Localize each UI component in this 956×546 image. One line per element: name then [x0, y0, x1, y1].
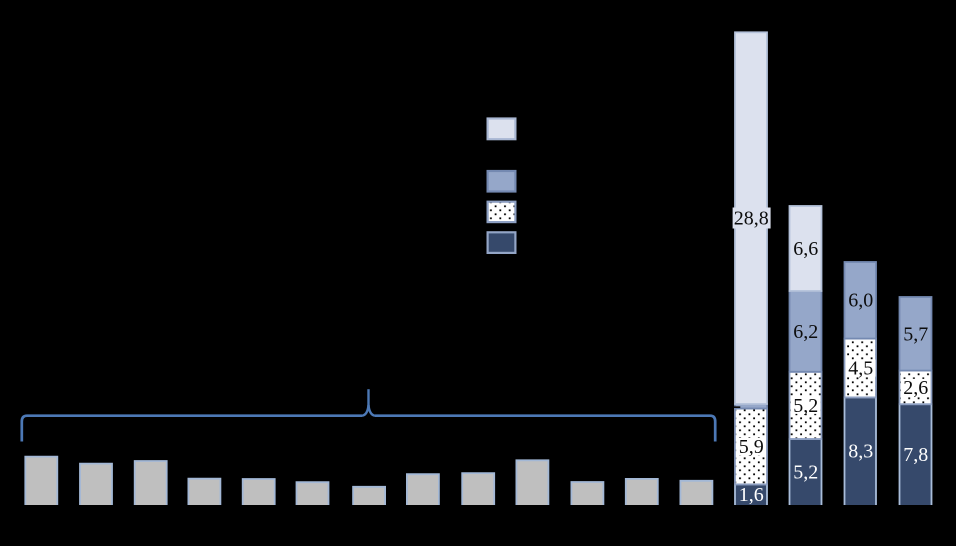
- svg-text:6,6: 6,6: [793, 238, 818, 260]
- svg-text:5,7: 5,7: [903, 323, 928, 345]
- svg-text:4,5: 4,5: [848, 358, 873, 380]
- svg-text:5,2: 5,2: [793, 395, 818, 417]
- svg-text:8,3: 8,3: [848, 441, 873, 463]
- svg-text:28,8: 28,8: [734, 208, 769, 230]
- svg-text:1,6: 1,6: [739, 484, 764, 506]
- svg-text:7,8: 7,8: [903, 444, 928, 466]
- svg-text:5,9: 5,9: [739, 436, 764, 458]
- svg-text:6,0: 6,0: [848, 289, 873, 311]
- svg-text:6,2: 6,2: [793, 321, 818, 343]
- svg-text:5,2: 5,2: [793, 462, 818, 484]
- svg-text:2,6: 2,6: [903, 377, 928, 399]
